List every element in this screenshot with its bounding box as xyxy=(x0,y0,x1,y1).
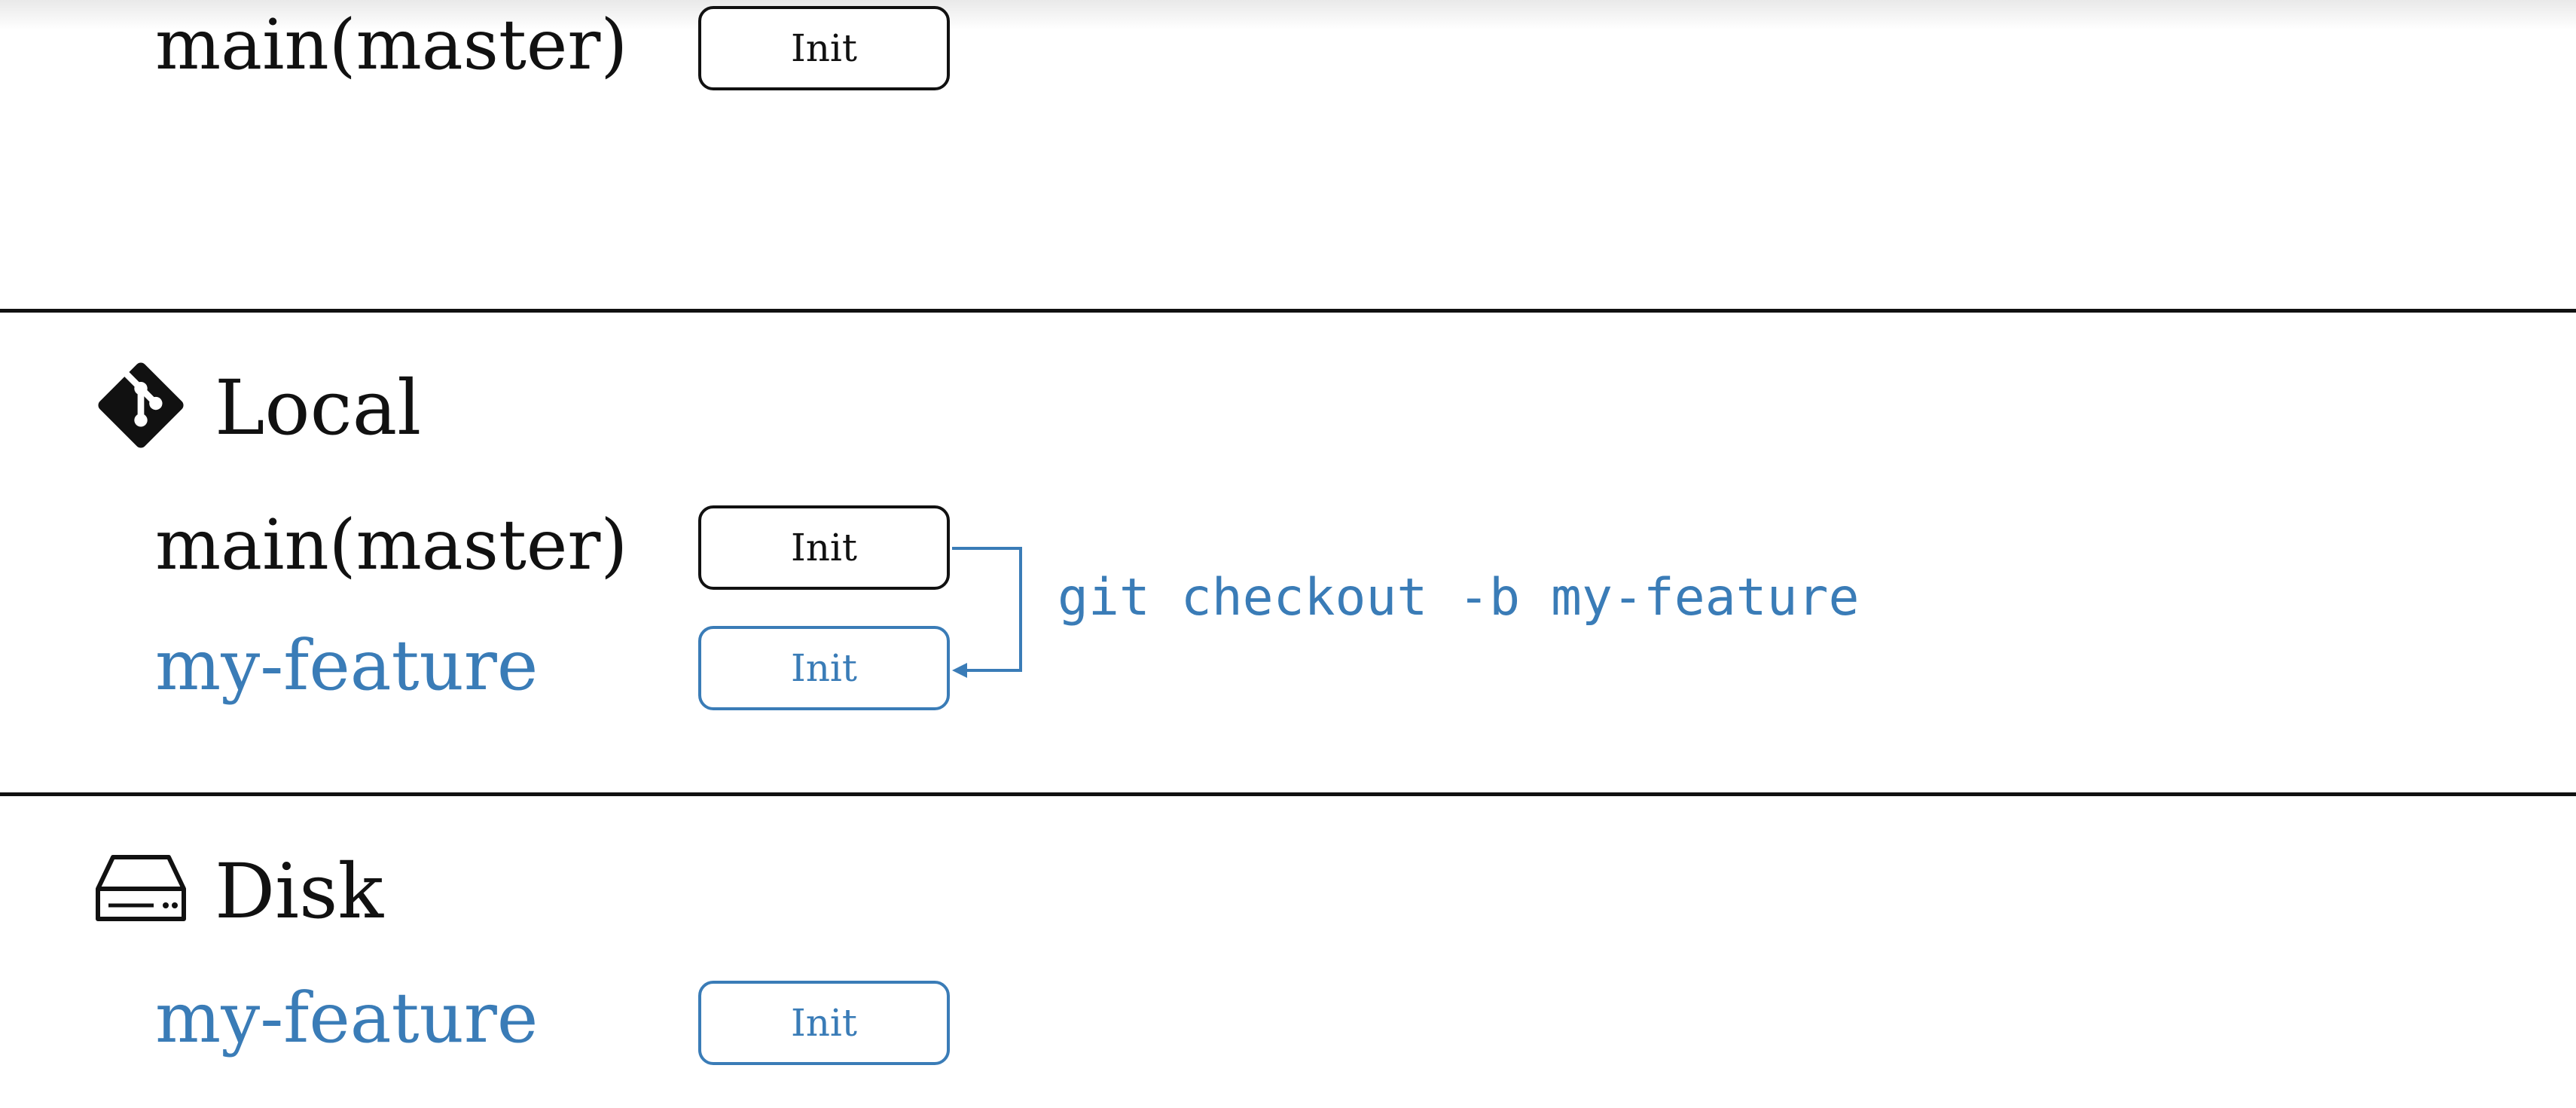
local-feature-commit-init: Init xyxy=(698,626,950,710)
git-icon xyxy=(98,362,184,448)
local-section-title: Local xyxy=(215,364,422,452)
remote-main-commit-init: Init xyxy=(698,6,950,90)
local-feature-branch-label: my-feature xyxy=(155,625,539,706)
git-checkout-command: git checkout -b my-feature xyxy=(1058,568,1860,627)
remote-main-branch-label: main(master) xyxy=(155,5,628,85)
branch-connector-arrow xyxy=(952,547,1022,678)
top-edge-shadow xyxy=(0,0,2576,30)
disk-feature-commit-init: Init xyxy=(698,981,950,1065)
disk-section-title: Disk xyxy=(215,847,384,936)
divider-remote-local xyxy=(0,309,2576,313)
local-main-branch-label: main(master) xyxy=(155,505,628,585)
local-main-commit-init: Init xyxy=(698,505,950,590)
disk-feature-branch-label: my-feature xyxy=(155,978,539,1058)
hard-drive-icon xyxy=(96,855,186,921)
divider-local-disk xyxy=(0,792,2576,796)
